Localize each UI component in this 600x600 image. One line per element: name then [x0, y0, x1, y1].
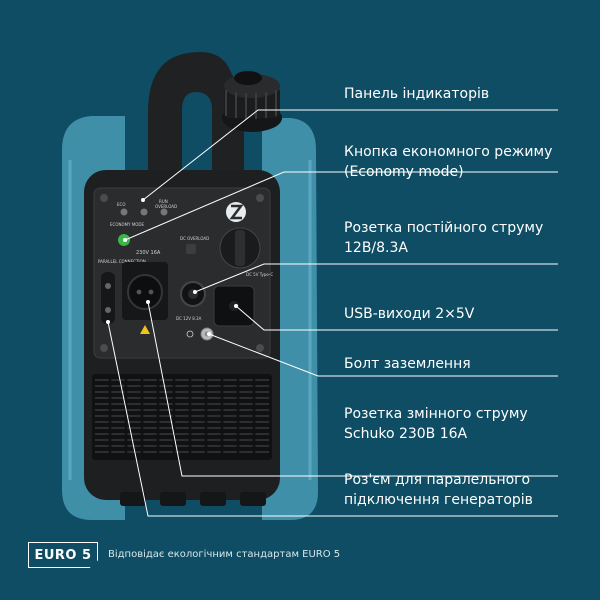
- fuel-cap: [222, 71, 282, 132]
- callout-ac-socket: Розетка змінного струму Schuko 230В 16А: [344, 404, 528, 444]
- callout-line: Роз'єм для паралельного: [344, 472, 531, 488]
- callout-line: Кнопка економного режиму: [344, 144, 553, 160]
- euro5-note: Відповідає екологічним стандартам EURO 5: [108, 549, 341, 560]
- callout-line: підключення генераторів: [344, 492, 533, 508]
- callout-line: USB-виходи 2×5V: [344, 306, 475, 322]
- led-label-run: RUN: [159, 199, 168, 204]
- callout-dc-socket: Розетка постійного струму 12В/8.3А: [344, 218, 543, 258]
- callout-economy-button: Кнопка економного режиму (Economy mode): [344, 142, 552, 182]
- callout-lines: [107, 109, 558, 517]
- led-label-eco: ECO: [117, 202, 125, 207]
- callout-line: (Economy mode): [344, 164, 464, 180]
- callout-line: Розетка змінного струму: [344, 406, 528, 422]
- callout-line: Панель індикаторів: [344, 86, 490, 102]
- callout-line: Schuko 230В 16А: [344, 426, 468, 442]
- ac-socket: 230V 16A: [122, 250, 168, 334]
- dc-socket-rating: DC 12V 8.3A: [176, 316, 202, 321]
- led-label-overload: OVERLOAD: [155, 204, 177, 209]
- callout-line: Болт заземлення: [344, 356, 471, 372]
- carry-handle: [148, 52, 244, 182]
- callout-parallel: Роз'єм для паралельного підключення гене…: [344, 470, 533, 510]
- callout-usb: USB-виходи 2×5V: [344, 304, 474, 324]
- exhaust-grille: [92, 374, 272, 460]
- dc-socket: DC 12V 8.3A: [176, 281, 206, 321]
- engine-switch-knob[interactable]: [219, 227, 261, 269]
- callout-indicator-panel: Панель індикаторів: [344, 84, 489, 104]
- callout-line: Розетка постійного струму: [344, 220, 544, 236]
- callout-ground-bolt: Болт заземлення: [344, 354, 471, 374]
- usb-rating: DC 5V Type-C: [246, 272, 273, 277]
- eco-button-label: ECONOMY MODE: [110, 222, 144, 227]
- euro5-badge: EURO 5: [28, 542, 98, 568]
- dc-overload-label: DC OVERLOAD: [180, 236, 209, 241]
- parallel-label: PARALLEL CONNECTION: [98, 259, 146, 264]
- parallel-connection-port: PARALLEL CONNECTION: [98, 259, 146, 324]
- indicator-panel: ECO RUN OVERLOAD: [117, 199, 177, 216]
- ac-socket-rating: 230V 16A: [136, 250, 161, 256]
- callout-line: 12В/8.3А: [344, 240, 408, 256]
- dc-reset-button[interactable]: [186, 244, 196, 254]
